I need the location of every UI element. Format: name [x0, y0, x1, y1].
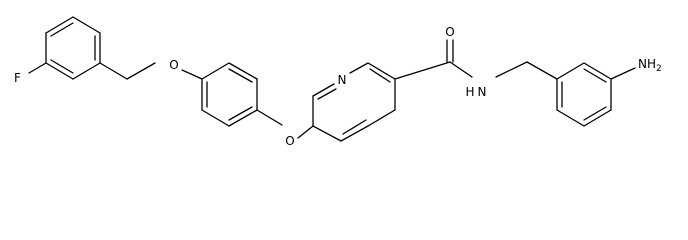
carbonyl-n-bond [449, 61, 473, 78]
n-ch2-bond [495, 61, 528, 78]
amine-nh-text: NH [638, 57, 656, 71]
carbonyl-oxygen-label: O [445, 25, 454, 39]
amine-group-label: NH2 [638, 57, 662, 74]
amide-nitrogen-label: N [478, 85, 487, 99]
ether-oxygen-1-label: O [169, 58, 178, 72]
aryl-o-bond-2 [256, 109, 283, 126]
ch2-o-bond [126, 62, 156, 80]
o-aryl-bond-1 [181, 69, 203, 80]
o-pyridine-bond [297, 125, 314, 139]
benzyl-ch2-bond [99, 62, 128, 80]
aminophenyl-ring [556, 62, 612, 127]
ring-carbonyl-bond [394, 61, 451, 80]
ether-oxygen-2-label: O [285, 134, 294, 148]
amine-subscript: 2 [656, 64, 662, 74]
c-f-bond [28, 62, 47, 74]
fluorine-atom-label: F [14, 71, 21, 85]
phenylene-ring [201, 62, 258, 127]
pyridine-nitrogen-label: N [338, 73, 347, 87]
c-n-amine-bond [610, 67, 636, 80]
amide-hydrogen-label: H [465, 85, 474, 99]
pyridine-ring [312, 62, 396, 142]
fluorophenyl-ring [45, 16, 101, 80]
ch2-aryl-bond [526, 61, 558, 80]
molecule-structure: F O O N O N H [14, 16, 662, 148]
structure-canvas: F O O N O N H [14, 16, 662, 148]
